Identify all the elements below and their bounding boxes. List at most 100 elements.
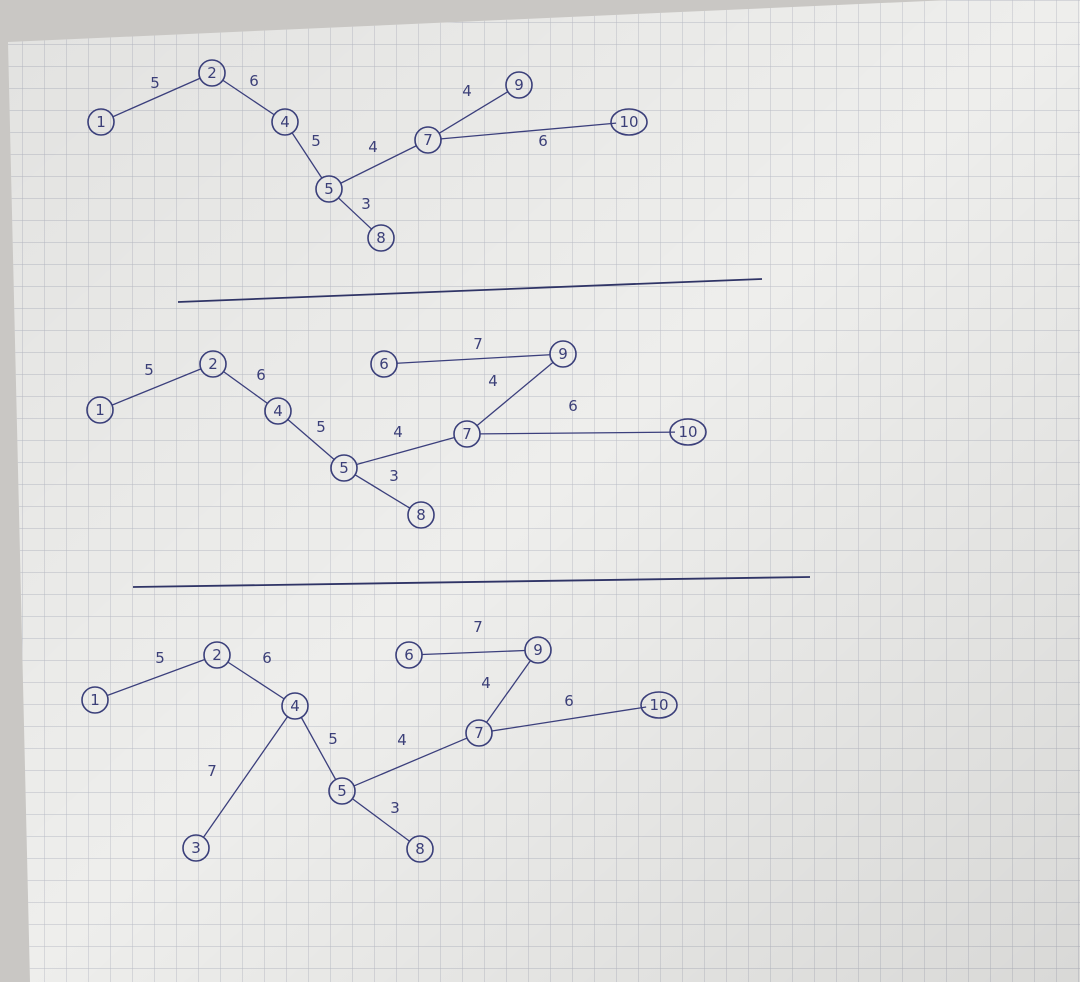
edge-weight-6-9: 7 (473, 335, 483, 353)
node-1: 1 (81, 686, 109, 714)
node-circle (182, 834, 210, 862)
node-label: 9 (514, 76, 524, 94)
node-5: 5 (330, 454, 358, 482)
edge-weight-6-9: 7 (473, 618, 483, 636)
node-label: 5 (324, 180, 334, 198)
edge-4-5 (287, 419, 335, 460)
edge-2-4 (223, 371, 268, 404)
edge-weight-2-4: 6 (256, 366, 266, 384)
edge-weight-4-3: 7 (207, 762, 217, 780)
edge-weight-5-7: 4 (397, 731, 407, 749)
node-3: 3 (182, 834, 210, 862)
edge-weight-1-2: 5 (150, 74, 160, 92)
edge-5-8 (352, 798, 410, 842)
edge-weight-5-7: 4 (393, 423, 403, 441)
node-9: 9 (549, 340, 577, 368)
node-1: 1 (87, 108, 115, 136)
edge-7-10 (479, 431, 676, 435)
node-9: 9 (524, 636, 552, 664)
node-label: 5 (339, 459, 349, 477)
node-label: 9 (533, 641, 543, 659)
node-circle (524, 636, 552, 664)
node-4: 4 (281, 692, 309, 720)
node-circle (453, 420, 481, 448)
edge-1-2 (106, 658, 206, 697)
edge-weight-4-5: 5 (316, 418, 326, 436)
node-circle (367, 224, 395, 252)
edge-weight-7-9: 4 (488, 372, 498, 390)
edge-weight-7-9: 4 (481, 674, 491, 692)
node-2: 2 (199, 350, 227, 378)
node-label: 8 (376, 229, 386, 247)
node-5: 5 (315, 175, 343, 203)
separator-line-2 (132, 576, 811, 588)
node-6: 6 (395, 641, 423, 669)
node-circle (395, 641, 423, 669)
node-circle (330, 454, 358, 482)
edge-weight-5-8: 3 (390, 799, 400, 817)
node-circle (198, 59, 226, 87)
node-circle (199, 350, 227, 378)
edge-weight-5-8: 3 (389, 467, 399, 485)
node-label: 2 (207, 64, 217, 82)
edge-4-5 (291, 132, 323, 179)
edge-5-8 (354, 474, 411, 509)
node-label: 3 (191, 839, 201, 857)
node-8: 8 (367, 224, 395, 252)
node-label: 4 (273, 402, 283, 420)
edge-weight-5-7: 4 (368, 138, 378, 156)
node-8: 8 (406, 835, 434, 863)
node-circle (669, 418, 707, 446)
node-4: 4 (264, 397, 292, 425)
node-circle (281, 692, 309, 720)
node-circle (640, 691, 678, 719)
node-7: 7 (414, 126, 442, 154)
node-label: 6 (379, 355, 389, 373)
node-label: 7 (462, 425, 472, 443)
edge-1-2 (111, 368, 202, 406)
edge-4-5 (300, 717, 337, 780)
node-6: 6 (370, 350, 398, 378)
node-label: 4 (290, 697, 300, 715)
edge-5-7 (340, 145, 417, 184)
edge-6-9 (421, 649, 526, 656)
edge-7-10 (491, 706, 647, 732)
node-label: 8 (416, 506, 426, 524)
node-circle (414, 126, 442, 154)
node-label: 4 (280, 113, 290, 131)
edge-5-7 (353, 737, 468, 787)
node-label: 10 (678, 423, 697, 441)
node-label: 10 (619, 113, 638, 131)
node-circle (315, 175, 343, 203)
node-label: 2 (212, 646, 222, 664)
node-label: 7 (423, 131, 433, 149)
node-1: 1 (86, 396, 114, 424)
edge-2-4 (222, 79, 275, 116)
node-circle (264, 397, 292, 425)
node-7: 7 (453, 420, 481, 448)
separator-rules (132, 278, 811, 588)
edge-1-2 (112, 77, 201, 118)
node-label: 9 (558, 345, 568, 363)
edge-weight-7-10: 6 (538, 132, 548, 150)
node-4: 4 (271, 108, 299, 136)
node-5: 5 (328, 777, 356, 805)
node-label: 8 (415, 840, 425, 858)
edge-2-4 (227, 661, 285, 700)
node-circle (505, 71, 533, 99)
separator-line-1 (177, 278, 763, 303)
node-circle (86, 396, 114, 424)
paper (8, 0, 1080, 982)
edge-7-9 (476, 361, 554, 427)
node-circle (406, 835, 434, 863)
node-label: 2 (208, 355, 218, 373)
edge-weight-4-5: 5 (311, 132, 321, 150)
node-circle (370, 350, 398, 378)
node-7: 7 (465, 719, 493, 747)
edge-7-10 (440, 122, 617, 140)
node-circle (271, 108, 299, 136)
node-label: 1 (95, 401, 105, 419)
node-circle (610, 108, 648, 136)
